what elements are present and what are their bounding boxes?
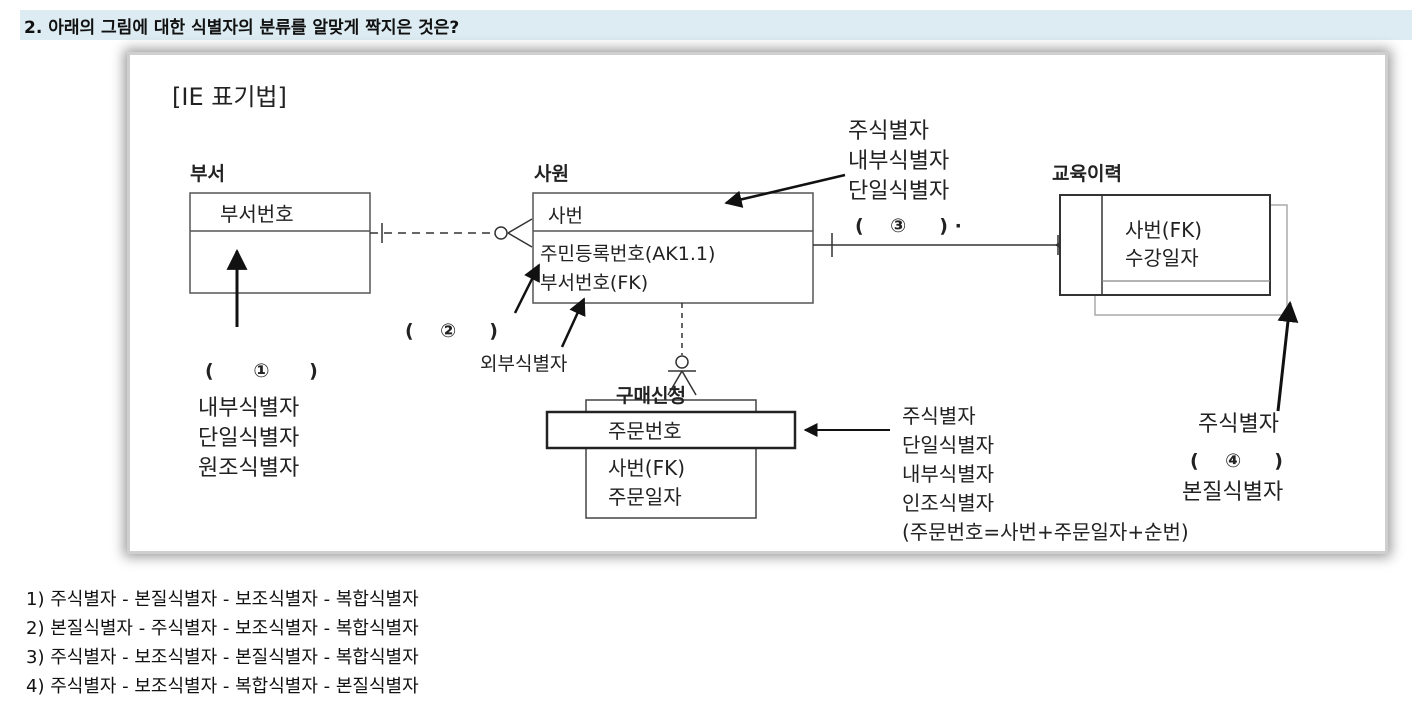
rel-order-crowfoot-right — [681, 370, 697, 396]
blank1-line-1: 내부식별자 — [198, 396, 299, 421]
blank4-bottom: 본질식별자 — [1182, 480, 1283, 505]
blank1-line-3: 원조식별자 — [198, 456, 299, 481]
notation-label: [IE 표기법] — [172, 83, 287, 111]
order-note-line-1: 주식별자 — [902, 404, 976, 428]
blank3-line-2: 내부식별자 — [848, 149, 949, 174]
blank4-label: ( ④ ) — [1190, 450, 1283, 472]
entity-emp-attr-1: 주민등록번호(AK1.1) — [540, 243, 715, 265]
order-note-line-2: 단일식별자 — [902, 433, 994, 457]
entity-order-name: 구매신청 — [616, 385, 686, 407]
question-title: 2. 아래의 그림에 대한 식별자의 분류를 알맞게 짝지은 것은? — [24, 18, 460, 38]
order-note-line-3: 내부식별자 — [902, 462, 994, 486]
entity-edu-attr-2: 수강일자 — [1125, 246, 1199, 270]
rel-dept-optional-circle — [494, 226, 508, 240]
rel-order-optional-circle — [675, 355, 689, 369]
blank3-label: ( ③ ) · — [855, 215, 962, 237]
blank2-label: ( ② ) — [405, 320, 498, 342]
arrow-foreign — [560, 297, 586, 348]
entity-emp-key: 사번 — [548, 205, 583, 227]
entity-edu-attr-1: 사번(FK) — [1125, 218, 1202, 242]
rel-dept-crowfoot-bottom — [507, 232, 533, 248]
arrow-blank2 — [513, 263, 541, 314]
order-note-line-4: 인조식별자 — [902, 491, 994, 515]
rel-order-crowfoot-left — [667, 370, 683, 396]
blank3-line-3: 단일식별자 — [848, 179, 949, 204]
entity-order-key: 주문번호 — [608, 419, 682, 443]
blank1-label: ( ① ) — [205, 360, 318, 382]
entity-dept-key: 부서번호 — [220, 202, 294, 226]
entity-order-key-box — [545, 410, 797, 450]
entity-emp-box — [532, 192, 814, 304]
entity-emp-name: 사원 — [534, 163, 569, 185]
er-diagram-figure: [IE 표기법] 부서 부서번호 사원 사번 주민등록번호(AK1.1) 부서번… — [130, 55, 1385, 551]
question-header-bar — [20, 10, 1412, 40]
entity-edu-box — [1059, 194, 1271, 296]
order-note-line-5: (주문번호=사번+주문일자+순번) — [902, 520, 1189, 544]
answer-option-4[interactable]: 4) 주식별자 - 보조식별자 - 복합식별자 - 본질식별자 — [26, 676, 419, 697]
entity-order-attr-2: 주문일자 — [608, 485, 682, 509]
entity-dept-box — [189, 192, 371, 294]
answer-option-3[interactable]: 3) 주식별자 - 보조식별자 - 본질식별자 - 복합식별자 — [26, 647, 419, 668]
answer-options: 1) 주식별자 - 본질식별자 - 보조식별자 - 복합식별자 2) 본질식별자… — [26, 585, 419, 701]
entity-edu-name: 교육이력 — [1052, 163, 1122, 185]
er-diagram: [IE 표기법] 부서 부서번호 사원 사번 주민등록번호(AK1.1) 부서번… — [172, 83, 1299, 544]
blank3-line-1: 주식별자 — [848, 119, 929, 144]
blank4-top: 주식별자 — [1198, 412, 1279, 437]
arrow-blank4 — [1276, 300, 1299, 412]
foreign-identifier-label: 외부식별자 — [480, 353, 567, 375]
entity-dept-name: 부서 — [190, 163, 225, 185]
answer-option-1[interactable]: 1) 주식별자 - 본질식별자 - 보조식별자 - 복합식별자 — [26, 589, 419, 610]
answer-option-2[interactable]: 2) 본질식별자 - 주식별자 - 보조식별자 - 복합식별자 — [26, 618, 419, 639]
rel-dept-crowfoot-top — [507, 218, 533, 234]
arrow-blank3 — [724, 173, 846, 208]
entity-emp-attr-2: 부서번호(FK) — [540, 272, 648, 294]
blank1-line-2: 단일식별자 — [198, 426, 299, 451]
entity-order-attr-1: 사번(FK) — [608, 456, 685, 480]
